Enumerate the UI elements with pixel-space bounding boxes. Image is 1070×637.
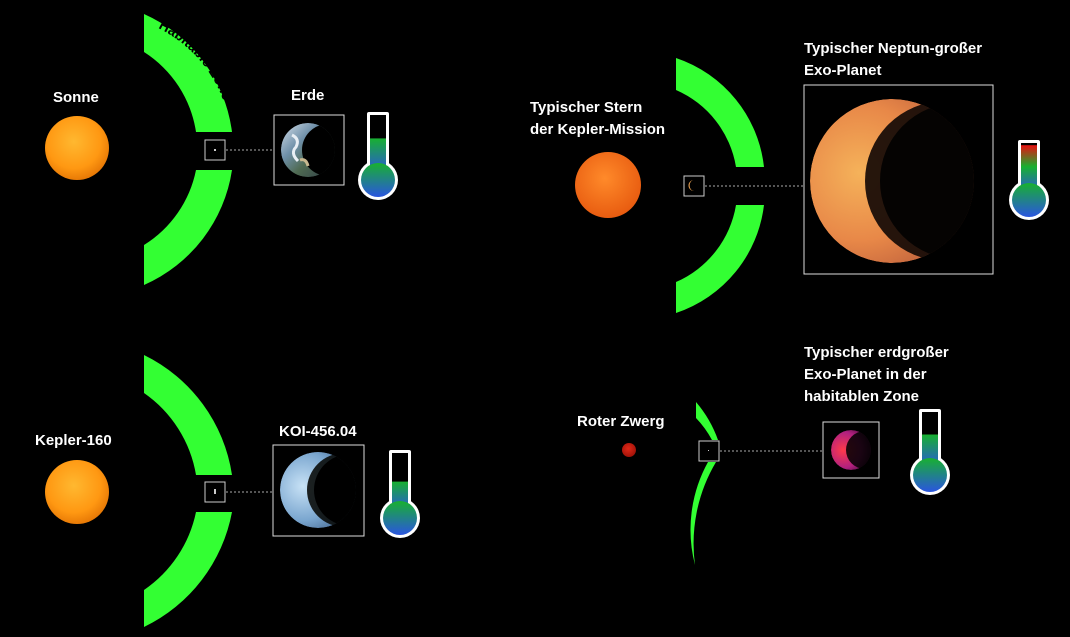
koi-456-04-planet-image: [280, 452, 386, 528]
planet-position-marker: [684, 176, 704, 196]
neptune-planet-label: Typischer Neptun-großer Exo-Planet: [804, 38, 982, 82]
sun: [45, 116, 109, 180]
system-sun-earth: Habitable Zone: [45, 14, 398, 285]
habitable-zone-arc-lower: [690, 462, 716, 565]
thermometer-bulb: [1012, 183, 1046, 217]
red-dwarf-star: [622, 443, 636, 457]
system-kepler160-koi45604: [45, 355, 420, 627]
red-dwarf-label: Roter Zwerg: [577, 411, 665, 433]
neptune-planet-label-line1: Typischer Neptun-großer: [804, 38, 982, 60]
koi-456-04-label: KOI-456.04: [279, 421, 357, 443]
thermometer-bulb: [913, 458, 947, 492]
earth-size-exoplanet-label: Typischer erdgroßer Exo-Planet in der ha…: [804, 342, 949, 408]
habitable-zone-arc-upper: [144, 355, 232, 475]
planet-position-dot: [708, 450, 709, 451]
hot-neptune-planet-image: [810, 99, 1036, 263]
habitable-zone-arc-lower: [144, 170, 232, 285]
thermometer-bulb: [361, 163, 395, 197]
earth-size-exoplanet-label-line2: Exo-Planet in der: [804, 364, 949, 386]
sun-label: Sonne: [53, 87, 99, 109]
earth-label: Erde: [291, 85, 324, 107]
kepler-star-label: Typischer Stern der Kepler-Mission: [530, 97, 665, 141]
kepler-160-star: [45, 460, 109, 524]
thermometer: [358, 112, 398, 200]
habitable-zone-arc-lower: [676, 205, 764, 313]
neptune-planet-label-line2: Exo-Planet: [804, 60, 982, 82]
habitable-zone-arc-upper: [696, 402, 718, 440]
tiny-planet-crescent: [689, 180, 695, 191]
thermometer: [910, 409, 950, 495]
earth-size-exoplanet-label-line3: habitablen Zone: [804, 386, 949, 408]
planet-position-dot: [214, 489, 216, 494]
kepler-star-label-line2: der Kepler-Mission: [530, 119, 665, 141]
thermometer: [1009, 140, 1049, 220]
kepler-star: [575, 152, 641, 218]
habitable-zone-arc-upper: [676, 58, 764, 167]
system-red-dwarf: [622, 402, 950, 565]
kepler-star-label-line1: Typischer Stern: [530, 97, 665, 119]
habitable-zone-arc-lower: [144, 512, 232, 627]
kepler-160-label: Kepler-160: [35, 430, 112, 452]
thermometer: [380, 450, 420, 538]
earth-position-dot: [214, 149, 216, 151]
thermometer-bulb: [383, 501, 417, 535]
earth-size-exoplanet-label-line1: Typischer erdgroßer: [804, 342, 949, 364]
